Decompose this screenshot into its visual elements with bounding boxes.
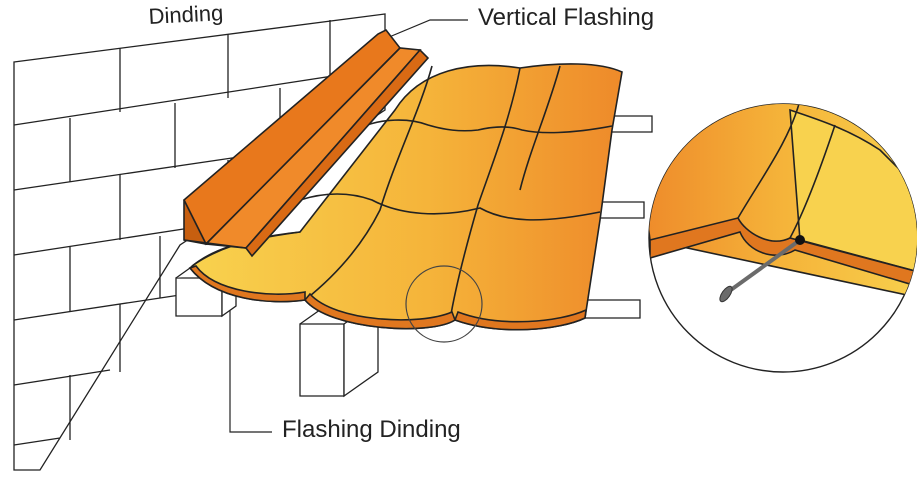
detail-marker-circle: [405, 265, 483, 343]
vertical-flashing: [183, 28, 430, 258]
zoom-detail: [648, 103, 917, 373]
wall-label: Dinding: [148, 0, 224, 29]
flashing-dinding-label: Flashing Dinding: [282, 416, 461, 443]
vertical-flashing-label: Vertical Flashing: [478, 4, 655, 31]
roof-tiles: [188, 63, 623, 331]
nail-icon: [719, 235, 805, 303]
